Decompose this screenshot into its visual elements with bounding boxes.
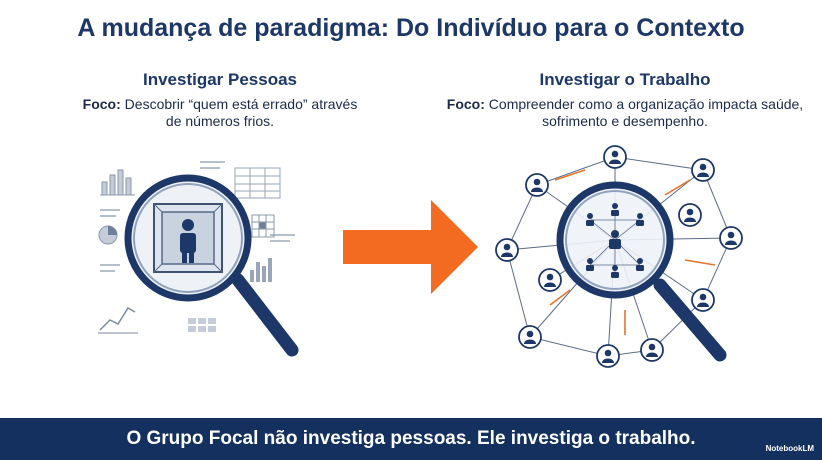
text-lines-icon [100, 161, 295, 272]
left-focus-label: Foco: [82, 96, 121, 112]
right-focus: Foco: Compreender como a organização imp… [440, 96, 810, 130]
right-focus-label: Foco: [446, 96, 485, 112]
arrow-right-icon [343, 200, 478, 294]
grid-chart-icon [251, 214, 275, 238]
footer-text: O Grupo Focal não investiga pessoas. Ele… [126, 428, 696, 449]
page-title: A mudança de paradigma: Do Indivíduo par… [77, 14, 745, 42]
brand-label: NotebookLM [765, 444, 814, 453]
network-illustration [495, 145, 743, 368]
person-icon [180, 219, 196, 263]
right-focus-text: Compreender como a organização impacta s… [488, 96, 804, 129]
table-icon [234, 167, 281, 199]
magnifying-glass-icon [124, 174, 299, 357]
left-focus-text: Descobrir “quem está errado” através de … [124, 96, 358, 129]
table-small-icon [188, 318, 216, 332]
right-heading: Investigar o Trabalho [539, 70, 711, 89]
right-column-header: Investigar o Trabalho Foco: Compreender … [440, 70, 810, 130]
orange-arrows [549, 169, 716, 335]
line-chart-icon [98, 306, 138, 334]
individual-illustration [98, 161, 299, 357]
pie-chart-icon [98, 225, 118, 245]
bar-chart-small-icon [250, 258, 272, 282]
left-focus: Foco: Descobrir “quem está errado” atrav… [80, 96, 360, 130]
footer-banner: O Grupo Focal não investiga pessoas. Ele… [0, 418, 822, 460]
left-heading: Investigar Pessoas [142, 70, 298, 89]
bar-chart-icon [100, 169, 135, 196]
inner-person-icons [586, 203, 644, 278]
left-column-header: Investigar Pessoas Foco: Descobrir “quem… [80, 70, 360, 130]
